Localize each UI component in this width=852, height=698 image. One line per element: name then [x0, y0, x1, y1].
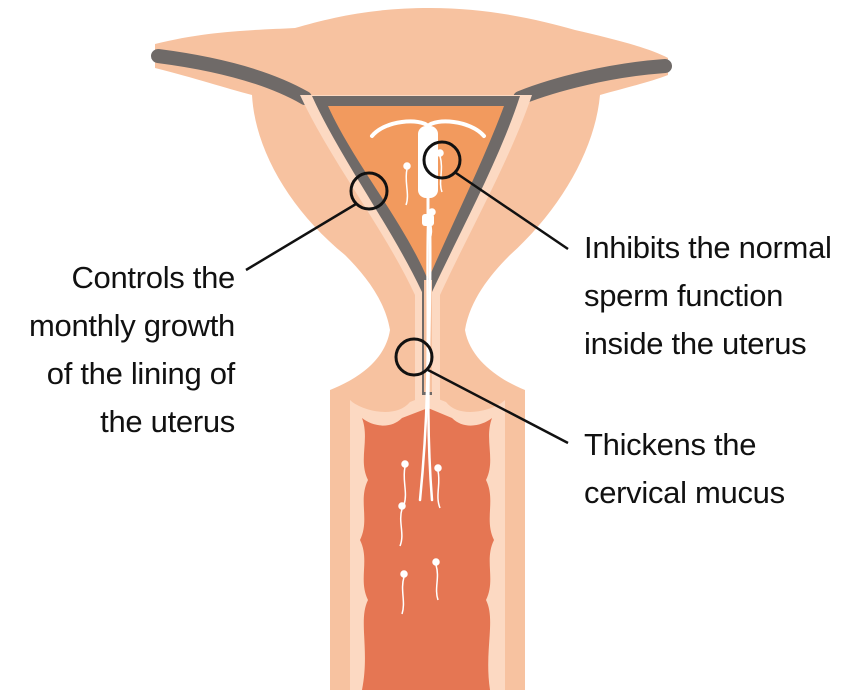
- label-line: the uterus: [100, 404, 235, 439]
- right-tube-wall: [513, 59, 672, 105]
- label-line: Thickens the: [584, 427, 757, 462]
- label-line: Controls the: [71, 260, 235, 295]
- leader-line-right-bottom: [427, 368, 569, 445]
- label-line: of the lining of: [46, 356, 236, 391]
- uterus-body: [155, 8, 668, 690]
- label-cervical-mucus: Thickens the cervical mucus: [584, 421, 785, 517]
- vagina: [360, 408, 494, 690]
- callout-circle-cavity: [422, 140, 462, 180]
- leader-line-right-top: [455, 171, 569, 251]
- label-sperm-function: Inhibits the normal sperm function insid…: [584, 224, 832, 368]
- sperm-cells: [398, 149, 444, 615]
- uterine-cavity: [328, 106, 504, 280]
- leader-line-left: [245, 202, 357, 272]
- label-line: sperm function: [584, 278, 784, 313]
- label-line: monthly growth: [28, 308, 235, 343]
- callout-circle-wall: [349, 171, 389, 211]
- left-tube-wall: [151, 49, 312, 105]
- callout-circle-cervix: [394, 337, 434, 377]
- label-line: inside the uterus: [584, 326, 807, 361]
- label-line: Inhibits the normal: [584, 230, 832, 265]
- label-line: cervical mucus: [584, 475, 785, 510]
- label-lining-growth: Controls the monthly growth of the linin…: [29, 254, 235, 446]
